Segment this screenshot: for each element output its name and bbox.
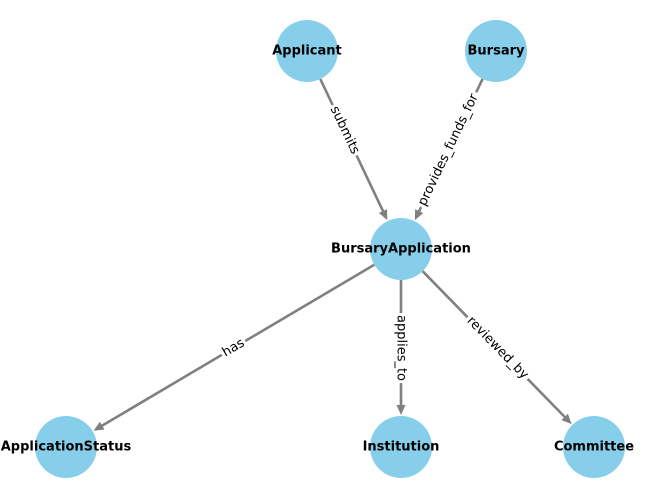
node-label: Applicant <box>272 44 342 59</box>
edge-label-group: applies_to <box>392 312 410 384</box>
node-bursary: Bursary <box>465 20 527 82</box>
edge-label-background <box>325 101 365 160</box>
node-label: BursaryApplication <box>331 242 471 257</box>
edge-label-group: reviewed_by <box>461 311 534 385</box>
node-circle <box>465 20 527 82</box>
node-application-status: ApplicationStatus <box>1 416 132 478</box>
arrow-head-icon <box>396 405 406 415</box>
edge-label-background <box>392 312 410 384</box>
arrow-head-icon <box>93 421 105 431</box>
edge-label-group: has <box>217 333 250 363</box>
node-circle <box>370 218 432 280</box>
arrow-head-icon <box>561 413 572 425</box>
node-label: Institution <box>363 440 440 455</box>
edge-label-background <box>461 311 534 385</box>
edge-label-applies-to: applies_to <box>394 315 409 381</box>
edge-label-reviewed-by: reviewed_by <box>464 314 532 383</box>
node-circle <box>35 416 97 478</box>
node-committee: Committee <box>554 416 634 478</box>
edge-label-group: submits <box>325 101 365 160</box>
node-label: ApplicationStatus <box>1 440 132 455</box>
node-institution: Institution <box>363 416 440 478</box>
node-bursary-application: BursaryApplication <box>331 218 471 280</box>
edge-label-group: provides_funds_for <box>413 88 484 211</box>
nodes-layer: Applicant BursaryBursaryApplicationApplic… <box>1 20 634 478</box>
node-applicant: Applicant <box>272 20 342 82</box>
node-circle <box>276 20 338 82</box>
node-circle <box>563 416 625 478</box>
node-circle <box>370 416 432 478</box>
arrow-head-icon <box>378 209 388 221</box>
node-label: Bursary <box>468 44 525 59</box>
arrow-head-icon <box>414 209 424 221</box>
node-label: Committee <box>554 440 634 455</box>
edge-label-background <box>413 88 484 211</box>
edge-label-background <box>217 333 250 363</box>
edge-label-provides-funds-for: provides_funds_for <box>415 91 482 209</box>
